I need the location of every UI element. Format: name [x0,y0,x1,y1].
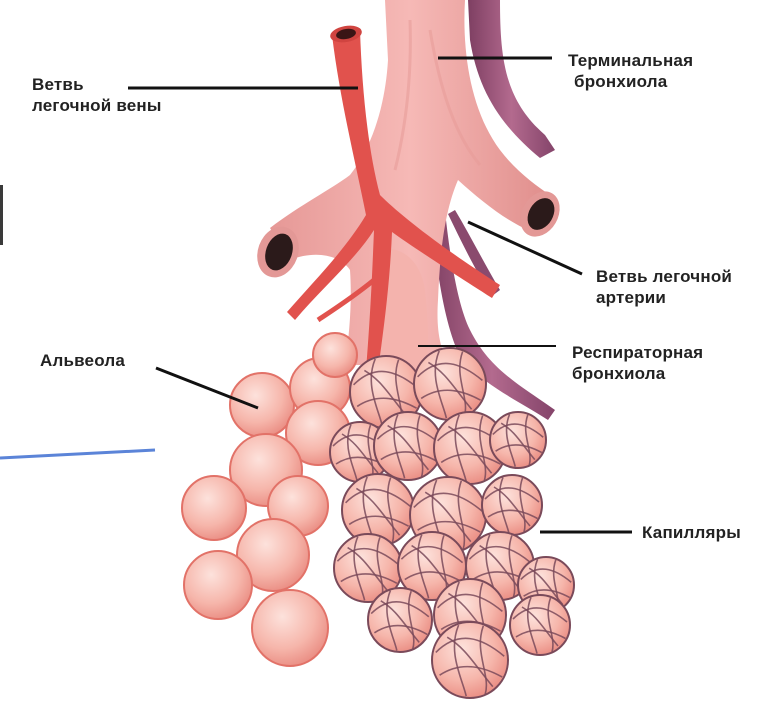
label-respiratory-line1: Респираторная [572,342,703,363]
label-artery-line1: Ветвь легочной [596,266,732,287]
label-terminal-line2: бронхиола [568,71,693,92]
netted-alveolus [490,412,546,468]
label-capillaries-line1: Капилляры [642,522,741,543]
label-vein-branch: Ветвь легочной вены [32,74,162,116]
left-edge-mark [0,185,3,245]
label-respiratory-bronchiole: Респираторная бронхиола [572,342,703,384]
label-vein-line1: Ветвь [32,74,162,95]
netted-alveolus [432,622,508,698]
label-terminal-bronchiole: Терминальная бронхиола [568,50,693,92]
netted-alveolus [510,595,570,655]
label-alveola-line1: Альвеола [40,350,125,371]
label-alveola: Альвеола [40,350,125,371]
netted-alveolus [368,588,432,652]
label-respiratory-line2: бронхиола [572,363,703,384]
blue-line [0,450,155,458]
netted-alveolus [374,412,442,480]
label-capillaries: Капилляры [642,522,741,543]
alveoli-cluster-left [182,333,357,666]
netted-alveolus [414,348,486,420]
label-terminal-line1: Терминальная [568,50,693,71]
label-artery-line2: артерии [596,287,732,308]
netted-alveolus [482,475,542,535]
label-artery-branch: Ветвь легочной артерии [596,266,732,308]
label-vein-line2: легочной вены [32,95,162,116]
